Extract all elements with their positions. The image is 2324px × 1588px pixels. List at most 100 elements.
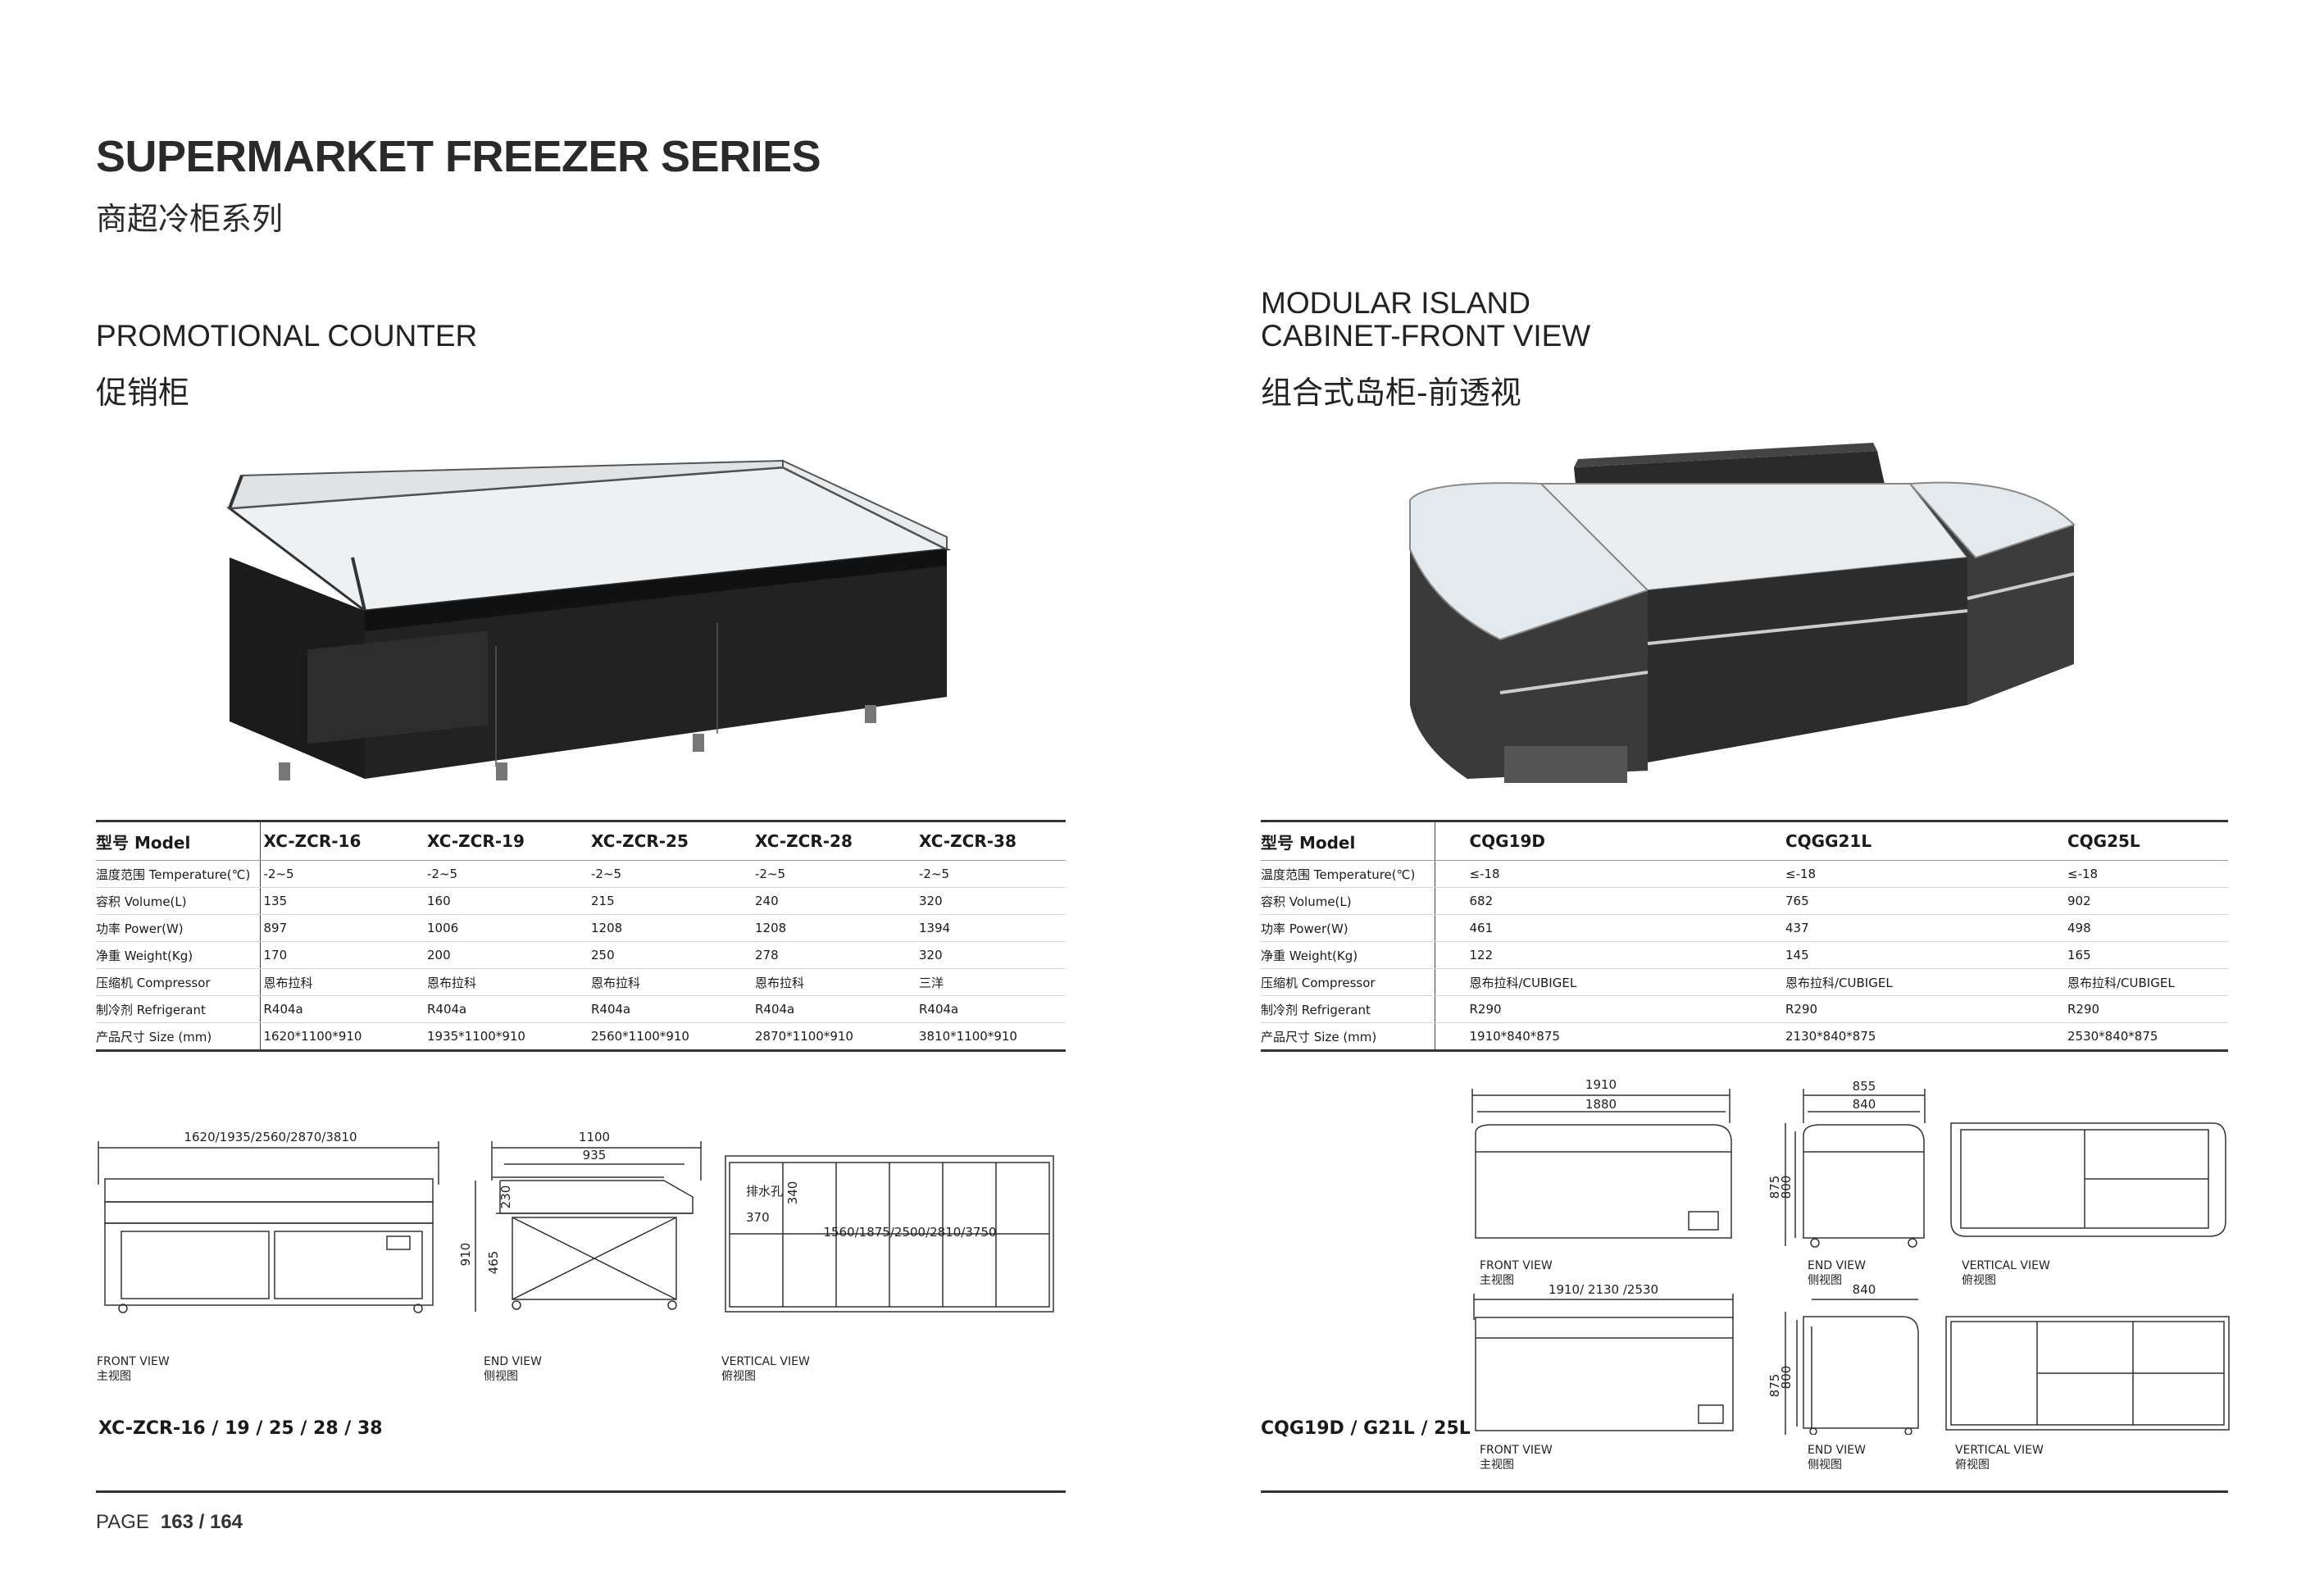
front-view-label-en: FRONT VIEW	[1480, 1259, 1553, 1272]
table-cell: R404a	[424, 995, 588, 1023]
table-header-cell: 型号 Model	[96, 821, 261, 861]
section-title-promotional-counter: PROMOTIONAL COUNTER	[96, 319, 478, 353]
table-cell: -2~5	[424, 860, 588, 888]
row-label: 容积 Volume(L)	[96, 887, 261, 915]
table-row: 净重 Weight(Kg) 122 145 165	[1261, 941, 2228, 969]
end-h-outer-dim: 875	[1767, 1176, 1782, 1199]
table-cell: 恩布拉科	[424, 968, 588, 996]
table-row: 制冷剂 Refrigerant R404a R404a R404a R404a …	[96, 995, 1066, 1023]
end-view-label-cn: 侧视图	[484, 1370, 518, 1383]
front-view-label-cn: 主视图	[1480, 1274, 1514, 1287]
promotional-counter-spec-table: 型号 Model XC-ZCR-16 XC-ZCR-19 XC-ZCR-25 X…	[96, 820, 1066, 1052]
end-view-label-cn: 侧视图	[1808, 1274, 1842, 1287]
bottom-h-outer-dim: 875	[1767, 1374, 1782, 1398]
bottom-width-dim: 1910/ 2130 /2530	[1549, 1282, 1658, 1297]
table-cell: 恩布拉科	[588, 968, 752, 996]
table-header-cell: XC-ZCR-25	[588, 821, 752, 861]
section-title-modular-island-cn: 组合式岛柜-前透视	[1261, 375, 1521, 411]
section-title-promotional-counter-cn: 促销柜	[96, 375, 190, 411]
table-header-cell: CQG19D	[1435, 821, 1751, 861]
end-h2-dim: 465	[486, 1251, 501, 1275]
table-cell: 122	[1435, 941, 1751, 969]
bottom-end-width-dim: 840	[1853, 1282, 1876, 1297]
table-header-cell: XC-ZCR-19	[424, 821, 588, 861]
table-row: 产品尺寸 Size (mm) 1620*1100*910 1935*1100*9…	[96, 1022, 1066, 1051]
section-title-modular-island-line2: CABINET-FRONT VIEW	[1261, 319, 1591, 353]
table-cell: 165	[2067, 941, 2228, 969]
table-cell: R404a	[588, 995, 752, 1023]
page-title-cn: 商超冷柜系列	[96, 201, 284, 237]
table-cell: R290	[2067, 995, 2228, 1023]
row-label: 压缩机 Compressor	[1261, 968, 1435, 996]
table-cell: 1394	[916, 914, 1066, 942]
table-row: 压缩机 Compressor 恩布拉科 恩布拉科 恩布拉科 恩布拉科 三洋	[96, 968, 1066, 996]
vertical-view-label-cn: 俯视图	[1955, 1458, 1990, 1472]
table-row: 功率 Power(W) 461 437 498	[1261, 914, 2228, 942]
top-outer-dim: 1910	[1585, 1077, 1617, 1092]
table-header-cell: XC-ZCR-28	[752, 821, 916, 861]
row-label: 净重 Weight(Kg)	[96, 941, 261, 969]
vertical-view-label-cn: 俯视图	[721, 1370, 756, 1383]
promotional-counter-photo	[225, 459, 952, 780]
table-cell: 278	[752, 941, 916, 969]
table-cell: 240	[752, 887, 916, 915]
right-vertical-view-label-bottom: VERTICAL VIEW 俯视图	[1955, 1443, 2044, 1472]
table-cell: R404a	[752, 995, 916, 1023]
table-cell: 320	[916, 941, 1066, 969]
table-cell: 2530*840*875	[2067, 1022, 2228, 1051]
end-view-label-en: END VIEW	[484, 1355, 542, 1368]
modular-island-photo	[1409, 443, 2076, 783]
vertical-view-label-en: VERTICAL VIEW	[721, 1355, 810, 1368]
table-cell: 682	[1435, 887, 1751, 915]
table-cell: 902	[2067, 887, 2228, 915]
table-cell: 765	[1751, 887, 2067, 915]
table-header-cell: XC-ZCR-38	[916, 821, 1066, 861]
table-cell: 2560*1100*910	[588, 1022, 752, 1051]
row-label: 功率 Power(W)	[96, 914, 261, 942]
bottom-h-inner-dim: 800	[1779, 1366, 1794, 1390]
table-cell: 恩布拉科/CUBIGEL	[1435, 968, 1751, 996]
row-label: 功率 Power(W)	[1261, 914, 1435, 942]
table-cell: -2~5	[752, 860, 916, 888]
table-header-cell: CQG25L	[2067, 821, 2228, 861]
end-h-inner-dim: 800	[1779, 1176, 1794, 1199]
row-label: 制冷剂 Refrigerant	[1261, 995, 1435, 1023]
table-cell: 320	[916, 887, 1066, 915]
table-cell: 215	[588, 887, 752, 915]
end-outer-dim: 855	[1853, 1079, 1876, 1094]
vert-length-dim: 1560/1875/2500/2810/3750	[823, 1225, 996, 1240]
table-cell: -2~5	[916, 860, 1066, 888]
footer-divider-left	[96, 1490, 1066, 1493]
models-caption-right: CQG19D / G21L / 25L	[1261, 1418, 1471, 1439]
dimension-labels: 1620/1935/2560/2870/3810 1100 935 910 23…	[184, 1130, 996, 1274]
table-row: 功率 Power(W) 897 1006 1208 1208 1394	[96, 914, 1066, 942]
footer-divider-right	[1261, 1490, 2228, 1493]
top-inner-dim: 1880	[1585, 1097, 1617, 1112]
row-label: 温度范围 Temperature(℃)	[96, 860, 261, 888]
table-cell: 461	[1435, 914, 1751, 942]
right-front-view-label-top: FRONT VIEW 主视图	[1480, 1258, 1553, 1288]
table-cell: 498	[2067, 914, 2228, 942]
row-label: 压缩机 Compressor	[96, 968, 261, 996]
page-title: SUPERMARKET FREEZER SERIES	[96, 132, 821, 181]
front-view-label-cn: 主视图	[1480, 1458, 1514, 1472]
section-title-modular-island-line1: MODULAR ISLAND	[1261, 286, 1530, 320]
right-end-view-label-top: END VIEW 侧视图	[1808, 1258, 1866, 1288]
row-label: 温度范围 Temperature(℃)	[1261, 860, 1435, 888]
table-cell: 1910*840*875	[1435, 1022, 1751, 1051]
end-depth-dim: 1100	[579, 1130, 610, 1144]
vertical-view-label-en: VERTICAL VIEW	[1962, 1259, 2050, 1272]
table-cell: R290	[1751, 995, 2067, 1023]
table-cell: R404a	[260, 995, 424, 1023]
promotional-counter-drawings: 1620/1935/2560/2870/3810 1100 935 910 23…	[98, 1130, 1054, 1313]
table-cell: 1006	[424, 914, 588, 942]
vertical-view-label-cn: 俯视图	[1962, 1274, 1996, 1287]
right-end-view-label-bottom: END VIEW 侧视图	[1808, 1443, 1866, 1472]
table-cell: 3810*1100*910	[916, 1022, 1066, 1051]
table-cell: 1935*1100*910	[424, 1022, 588, 1051]
table-header-row: 型号 Model XC-ZCR-16 XC-ZCR-19 XC-ZCR-25 X…	[96, 821, 1066, 861]
end-inner-dim: 840	[1853, 1097, 1876, 1112]
table-cell: 三洋	[916, 968, 1066, 996]
end-h1-dim: 230	[498, 1185, 513, 1209]
